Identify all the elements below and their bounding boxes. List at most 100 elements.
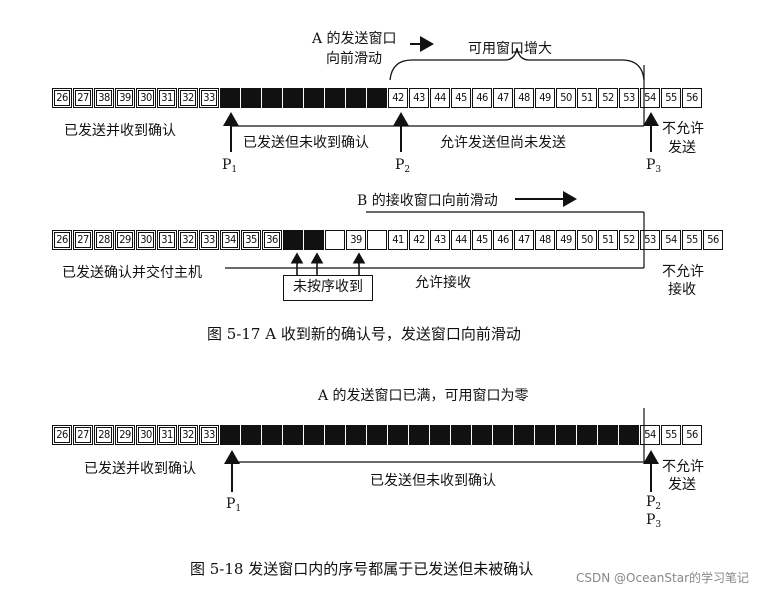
seq-cell-not-allowed: 56 <box>703 230 723 250</box>
pointer-p1-label-18: P1 <box>226 496 242 514</box>
seq-cell-sent-unacked <box>619 425 639 445</box>
pointer-p3-label: P3 <box>646 157 662 175</box>
seq-cell-out-of-order <box>304 230 324 250</box>
seq-cell-sent-unacked <box>262 425 282 445</box>
seq-cell-acked: 26 <box>52 88 72 108</box>
seq-cell-allowed: 42 <box>388 88 408 108</box>
label-sent-unacked: 已发送但未收到确认 <box>243 135 369 151</box>
seq-cell-delivered: 30 <box>136 230 156 250</box>
label-delivered: 已发送确认并交付主机 <box>62 265 202 281</box>
seq-cell-sent-unacked <box>514 425 534 445</box>
label-not-allowed-1: 不允许 <box>662 121 704 137</box>
seq-cell-not-allowed: 54 <box>640 88 660 108</box>
seq-cell-recv-window: 44 <box>451 230 471 250</box>
seq-cell-delivered: 32 <box>178 230 198 250</box>
seq-cell-not-allowed: 55 <box>661 88 681 108</box>
label-sent-unacked-18: 已发送但未收到确认 <box>370 473 496 489</box>
seq-cell-sent-unacked <box>220 425 240 445</box>
seq-cell-out-of-order <box>283 230 303 250</box>
caption-fig-5-17: 图 5-17 A 收到新的确认号，发送窗口向前滑动 <box>207 325 521 343</box>
seq-cell-sent-unacked <box>283 88 303 108</box>
seq-cell-sent-unacked <box>577 425 597 445</box>
seq-cell-sent-unacked <box>367 425 387 445</box>
seq-cell-sent-unacked <box>535 425 555 445</box>
seq-cell-allowed: 44 <box>430 88 450 108</box>
seq-cell-not-allowed: 56 <box>682 425 702 445</box>
seq-cell-acked: 27 <box>73 425 93 445</box>
seq-cell-recv-window: 42 <box>409 230 429 250</box>
seq-cell-allowed: 50 <box>556 88 576 108</box>
seq-cell-sent-unacked <box>556 425 576 445</box>
seq-cell-sent-unacked <box>325 425 345 445</box>
seq-cell-allowed: 47 <box>493 88 513 108</box>
seq-cell-recv-window: 45 <box>472 230 492 250</box>
seq-cell-sent-unacked <box>304 425 324 445</box>
seq-cell-recv-window: 48 <box>535 230 555 250</box>
seq-cell-sent-unacked <box>304 88 324 108</box>
out-of-order-box: 未按序收到 <box>283 275 373 301</box>
seq-cell-sent-unacked <box>451 425 471 445</box>
seq-cell-delivered: 27 <box>73 230 93 250</box>
seq-cell-sent-unacked <box>241 425 261 445</box>
seq-cell-not-allowed: 56 <box>682 88 702 108</box>
label-sent-acked: 已发送并收到确认 <box>64 123 176 139</box>
pointer-p2-label-18: P2 <box>646 494 662 512</box>
pointer-p2-label: P2 <box>395 157 411 175</box>
seq-cell-sent-unacked <box>388 425 408 445</box>
pointer-p1-label: P1 <box>222 157 238 175</box>
seq-cell-acked: 27 <box>73 88 93 108</box>
annot-b-window: B 的接收窗口向前滑动 <box>357 193 498 209</box>
seq-cell-acked: 33 <box>199 88 219 108</box>
seq-cell-delivered: 29 <box>115 230 135 250</box>
seq-cell-allowed: 51 <box>577 88 597 108</box>
seq-cell-acked: 31 <box>157 88 177 108</box>
seq-cell-acked: 32 <box>178 88 198 108</box>
seq-cell-allowed: 48 <box>514 88 534 108</box>
label-not-allowed-recv-2: 接收 <box>668 282 696 298</box>
label-not-allowed-2: 发送 <box>668 140 696 156</box>
label-sent-acked-18: 已发送并收到确认 <box>84 461 196 477</box>
seq-cell-delivered: 33 <box>199 230 219 250</box>
seq-cell-acked: 39 <box>115 88 135 108</box>
seq-cell-sent-unacked <box>262 88 282 108</box>
available-window-label: 可用窗口增大 <box>468 41 552 57</box>
seq-cell-not-allowed: 55 <box>682 230 702 250</box>
label-allowed-send: 允许发送但尚未发送 <box>440 135 566 151</box>
seq-cell-recv-window: 46 <box>493 230 513 250</box>
seq-cell-allowed: 53 <box>619 88 639 108</box>
seq-cell-allowed: 43 <box>409 88 429 108</box>
seq-cell-recv-window: 50 <box>577 230 597 250</box>
seq-cell-sent-unacked <box>346 425 366 445</box>
seq-cell-recv-window: 51 <box>598 230 618 250</box>
seq-cell-recv-window: 53 <box>640 230 660 250</box>
seq-cell-not-allowed: 54 <box>640 425 660 445</box>
seq-cell-sent-unacked <box>493 425 513 445</box>
seq-cell-delivered: 35 <box>241 230 261 250</box>
seq-cell-acked: 30 <box>136 425 156 445</box>
seq-cell-acked: 31 <box>157 425 177 445</box>
seq-cell-recv-window: 47 <box>514 230 534 250</box>
pointer-p3-label-18: P3 <box>646 512 662 530</box>
label-allowed-receive: 允许接收 <box>415 275 471 291</box>
seq-cell-acked: 32 <box>178 425 198 445</box>
seq-cell-delivered: 28 <box>94 230 114 250</box>
caption-fig-5-18: 图 5-18 发送窗口内的序号都属于已发送但未被确认 <box>190 560 534 578</box>
seq-cell-sent-unacked <box>346 88 366 108</box>
seq-cell-acked: 33 <box>199 425 219 445</box>
seq-cell-delivered: 36 <box>262 230 282 250</box>
seq-cell-acked: 38 <box>94 88 114 108</box>
seq-cell-sent-unacked <box>325 88 345 108</box>
label-not-allowed-18-2: 发送 <box>668 477 696 493</box>
annot-a-window-line2: 向前滑动 <box>326 51 382 67</box>
seq-cell-sent-unacked <box>220 88 240 108</box>
seq-cell-recv-window: 52 <box>619 230 639 250</box>
seq-cell-acked: 30 <box>136 88 156 108</box>
seq-cell-sent-unacked <box>430 425 450 445</box>
label-not-allowed-recv-1: 不允许 <box>662 264 704 280</box>
seq-cell-sent-unacked <box>283 425 303 445</box>
seq-cell-sent-unacked <box>241 88 261 108</box>
seq-cell-sent-unacked <box>472 425 492 445</box>
seq-cell-sent-unacked <box>409 425 429 445</box>
